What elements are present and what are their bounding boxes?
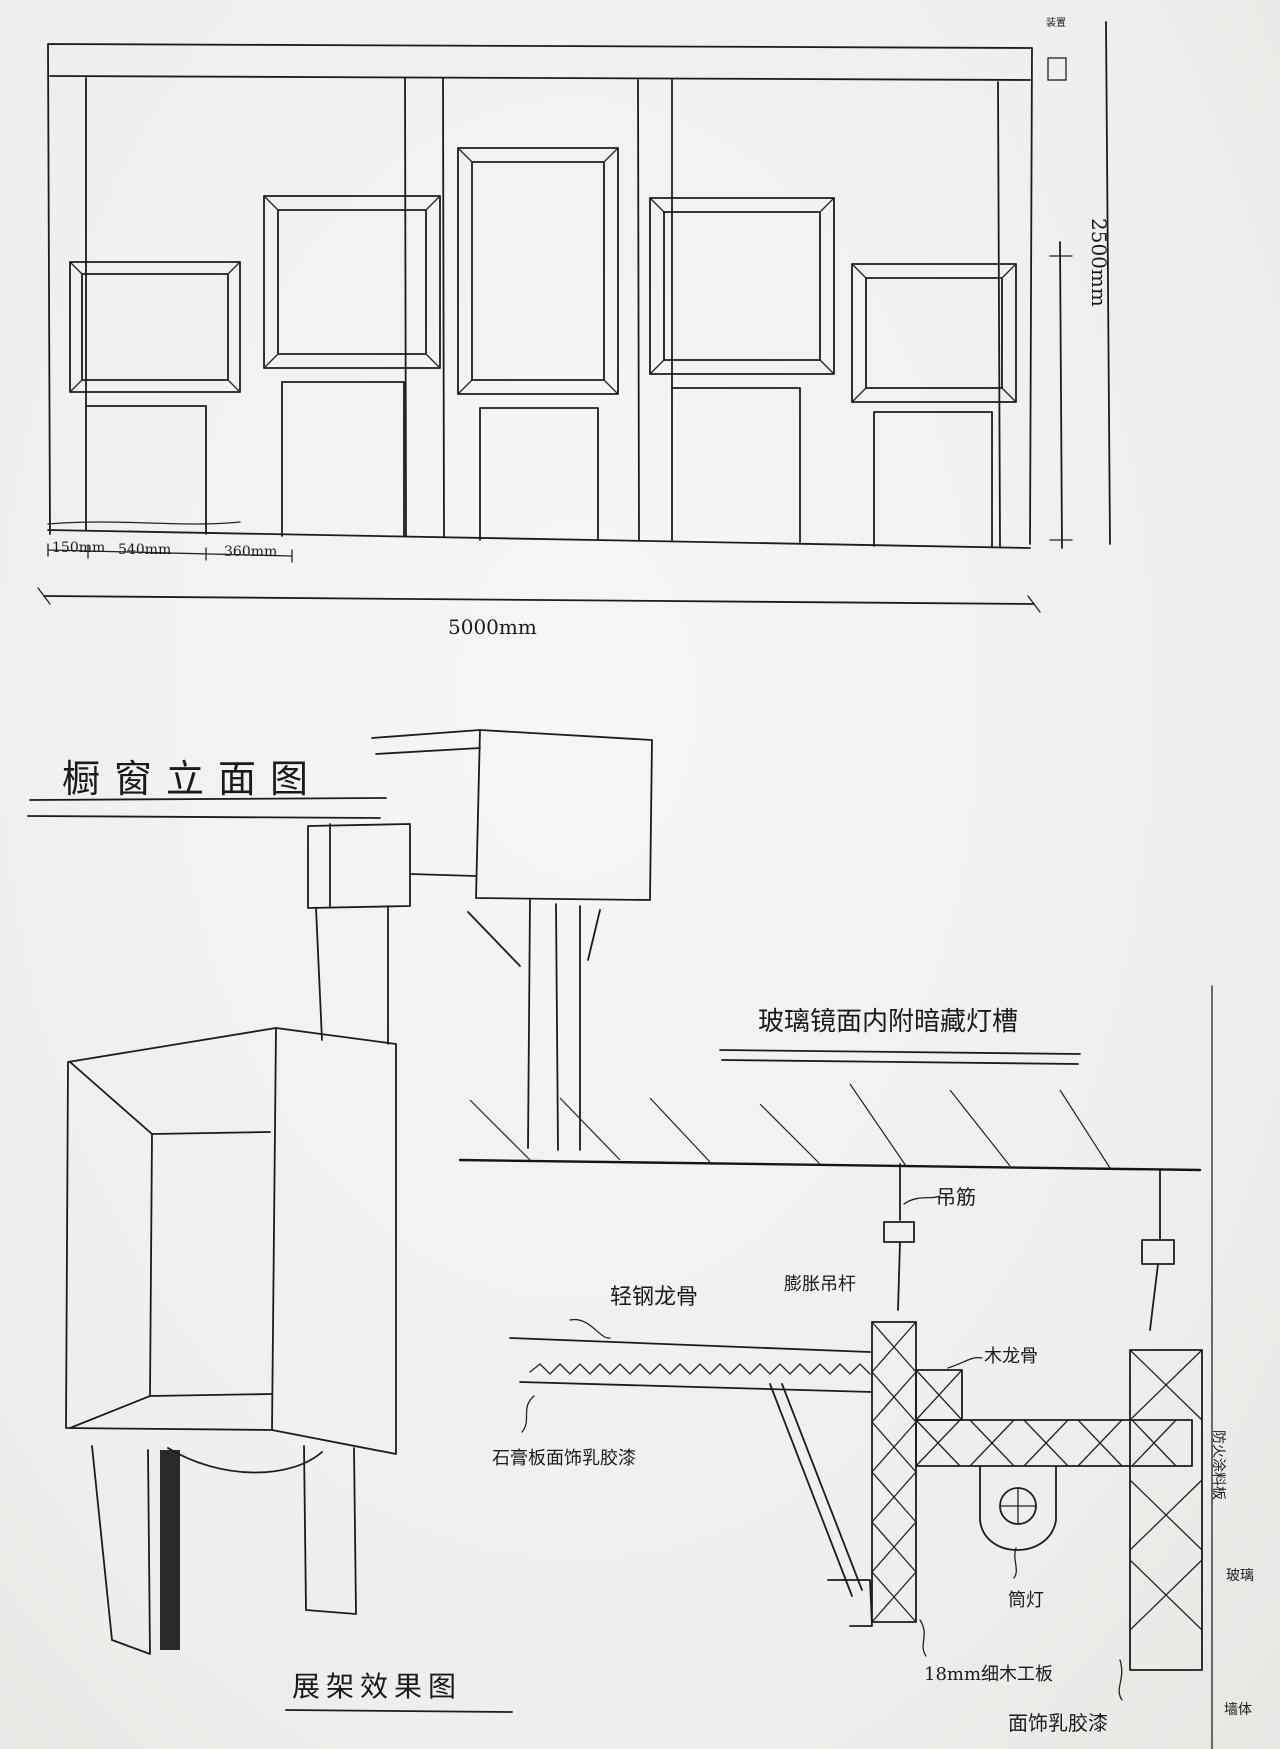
display-stand-title-block: 展架效果图 [285, 1670, 513, 1713]
label-plywood: 18mm细木工板 [924, 1664, 1053, 1685]
label-gypsum-board: 石膏板面饰乳胶漆 [492, 1447, 636, 1469]
shop-window-elevation: 2500mm 装置 150mm 540mm 360mm 5000mm [37, 16, 1111, 639]
ceiling-section-detail: 玻璃镜面内附暗藏灯槽 [458, 985, 1254, 1749]
bottom-dim-2: 540mm [118, 542, 171, 558]
label-downlight: 筒灯 [1008, 1590, 1044, 1611]
window-frame [457, 147, 619, 395]
label-glass: 玻璃 [1226, 1567, 1254, 1584]
wood-keel-stack [871, 1321, 1203, 1671]
window-frame [649, 197, 835, 375]
window-frame [851, 263, 1017, 403]
display-stand-sketch [65, 729, 653, 1655]
hatched-leg [160, 1450, 180, 1650]
window-frame [69, 261, 241, 393]
section-title: 玻璃镜面内附暗藏灯槽 [758, 1007, 1018, 1037]
corner-mark: 装置 [1046, 16, 1066, 29]
label-latex-paint: 面饰乳胶漆 [1008, 1711, 1108, 1735]
label-expansion-bolt: 膨胀吊杆 [784, 1274, 856, 1295]
label-wall: 墙体 [1224, 1702, 1252, 1718]
label-light-steel-keel: 轻钢龙骨 [610, 1285, 698, 1310]
label-hanger: 吊筋 [936, 1185, 976, 1209]
elevation-title-block: 橱窗立面图 [27, 757, 387, 819]
elevation-title: 橱窗立面图 [62, 757, 322, 801]
label-wood-keel: 木龙骨 [984, 1346, 1038, 1367]
width-dimension-label: 5000mm [448, 615, 537, 639]
bottom-dim-1: 150mm [52, 540, 105, 556]
label-fireproof-board: 防火涂料板 [1210, 1430, 1226, 1500]
slab-hatching [469, 1083, 1111, 1169]
bottom-dim-3: 360mm [224, 544, 277, 560]
downlight-fixture [979, 1465, 1057, 1551]
height-dimension-label: 2500mm [1087, 218, 1111, 307]
display-stand-title: 展架效果图 [292, 1670, 462, 1703]
window-frame [263, 195, 441, 369]
